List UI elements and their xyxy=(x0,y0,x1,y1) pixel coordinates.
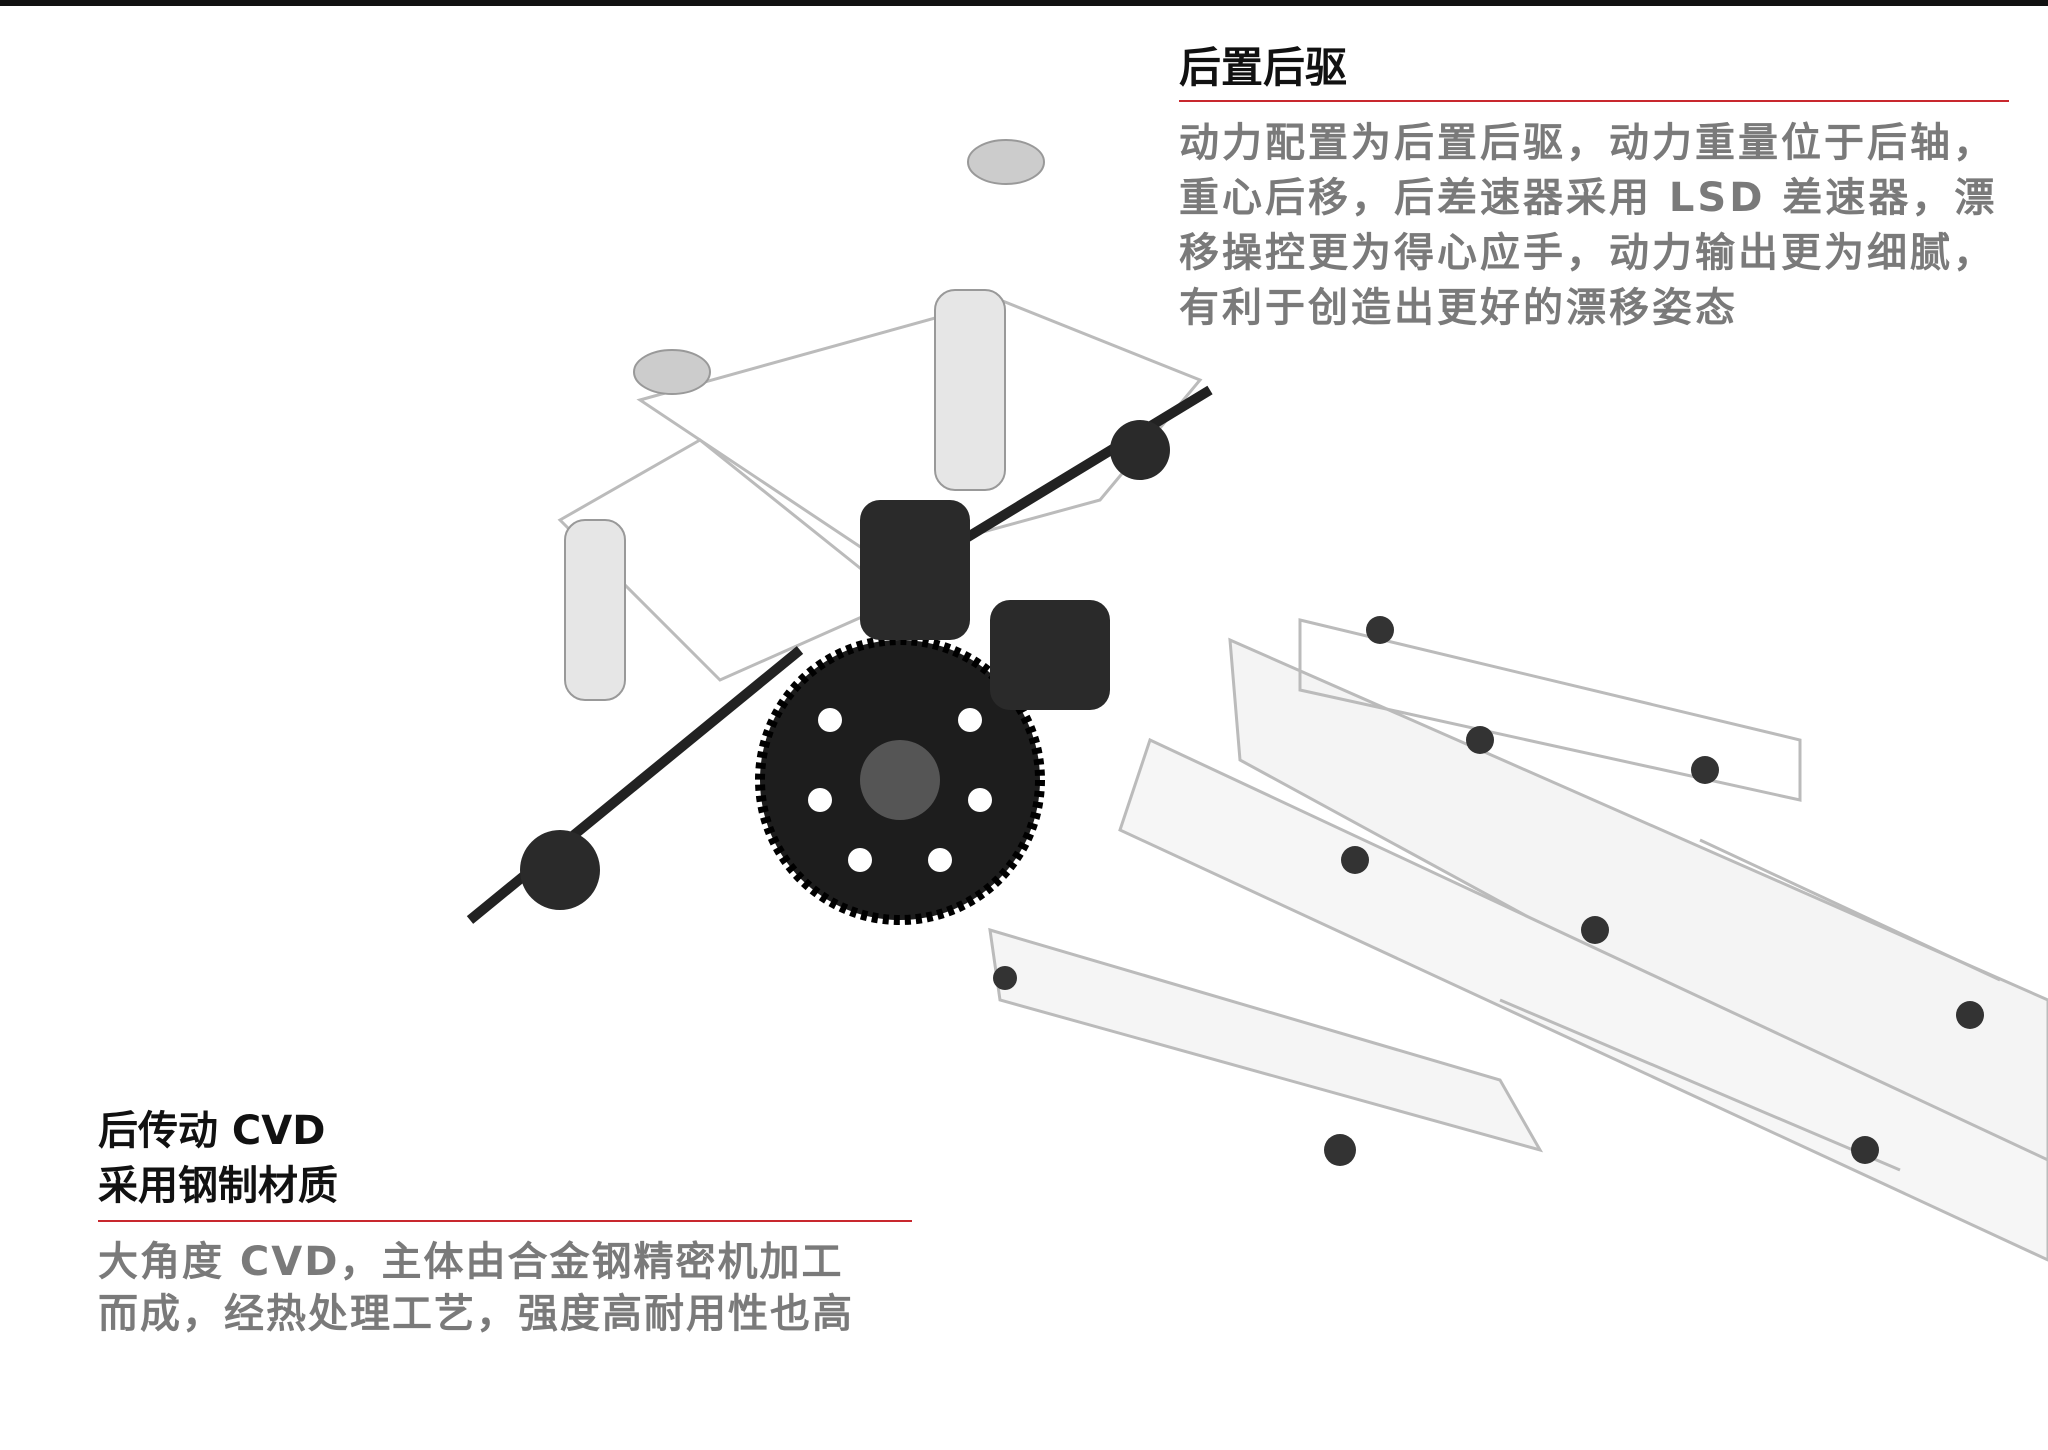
section-title: 后置后驱 xyxy=(1179,43,1348,92)
description-line: 移操控更为得心应手，动力输出更为细腻， xyxy=(1179,230,1996,276)
description-line: 有利于创造出更好的漂移姿态 xyxy=(1179,285,1738,331)
gearbox xyxy=(520,420,1170,910)
description-line: 而成，经热处理工艺，强度高耐用性也高 xyxy=(98,1291,854,1337)
description-line: 动力配置为后置后驱，动力重量位于后轴， xyxy=(1179,120,1996,166)
section-title: 后传动 CVD 采用钢制材质 xyxy=(98,1104,918,1214)
spur-gear xyxy=(755,635,1045,925)
section-description: 动力配置为后置后驱，动力重量位于后轴， 重心后移，后差速器采用 LSD 差速器，… xyxy=(1179,116,2011,336)
cvd-section: 后传动 CVD 采用钢制材质 大角度 CVD，主体由合金钢精密机加工 而成，经热… xyxy=(98,1104,918,1340)
section-description: 大角度 CVD，主体由合金钢精密机加工 而成，经热处理工艺，强度高耐用性也高 xyxy=(98,1236,918,1340)
rear-drive-section: 后置后驱 动力配置为后置后驱，动力重量位于后轴， 重心后移，后差速器采用 LSD… xyxy=(1179,40,2011,336)
title-line: 后传动 CVD xyxy=(98,1108,326,1154)
top-bar xyxy=(0,0,2048,6)
description-line: 重心后移，后差速器采用 LSD 差速器，漂 xyxy=(1179,175,1998,221)
bolts xyxy=(993,616,1984,1166)
accent-divider xyxy=(98,1220,912,1222)
accent-divider xyxy=(1179,100,2009,102)
title-line: 采用钢制材质 xyxy=(98,1163,338,1209)
description-line: 大角度 CVD，主体由合金钢精密机加工 xyxy=(98,1239,844,1285)
shock-absorbers xyxy=(564,139,1045,701)
